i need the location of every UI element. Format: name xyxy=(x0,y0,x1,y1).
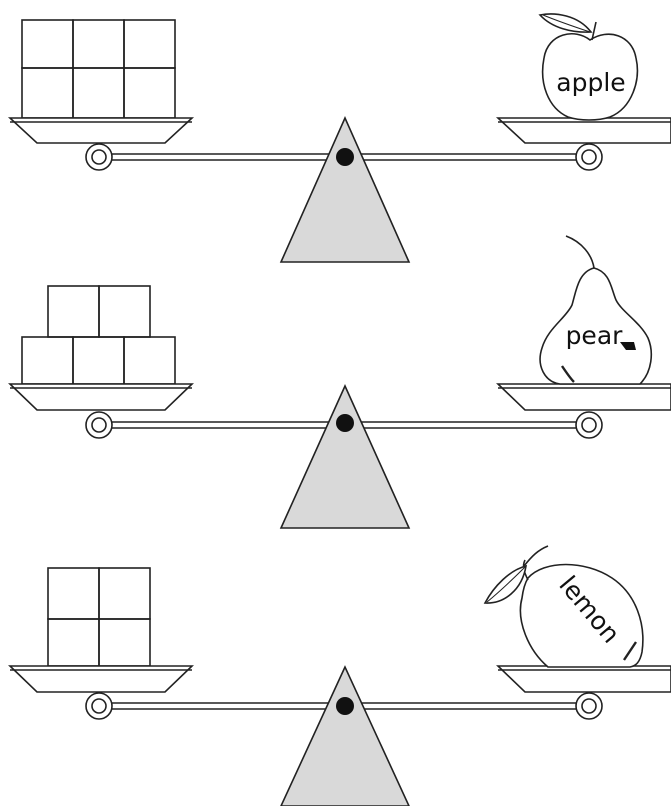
right-pan xyxy=(495,117,671,144)
pear-icon xyxy=(539,235,653,385)
fulcrum xyxy=(279,116,411,263)
block xyxy=(72,67,125,119)
block xyxy=(72,19,125,69)
pivot-dot xyxy=(336,697,354,715)
beam-left-ring xyxy=(85,411,113,439)
block xyxy=(98,567,151,620)
fulcrum xyxy=(279,384,411,529)
beam-right-ring xyxy=(575,411,603,439)
left-pan xyxy=(8,383,194,411)
block xyxy=(21,336,74,385)
beam-right-ring xyxy=(575,143,603,171)
scale-lemon: lemon xyxy=(8,545,671,806)
block-stack xyxy=(47,567,151,667)
scale-apple: apple xyxy=(7,13,671,263)
apple-icon xyxy=(538,13,639,121)
block xyxy=(98,285,151,338)
block xyxy=(47,285,100,338)
beam-right-ring xyxy=(575,692,603,720)
lemon-icon xyxy=(483,545,644,668)
block xyxy=(47,567,100,620)
fruit-label: pear xyxy=(566,321,624,350)
block xyxy=(21,19,74,69)
fruit-label: apple xyxy=(556,68,625,97)
block xyxy=(123,336,176,385)
left-pan xyxy=(8,665,194,693)
beam-left-ring xyxy=(85,692,113,720)
block-stack xyxy=(21,19,176,119)
scale-pear: pear xyxy=(8,235,671,529)
block xyxy=(47,618,100,667)
pivot-dot xyxy=(336,148,354,166)
block xyxy=(72,336,125,385)
fulcrum xyxy=(280,665,410,806)
block xyxy=(21,67,74,119)
block xyxy=(123,67,176,119)
left-pan xyxy=(7,117,195,144)
pivot-dot xyxy=(336,414,354,432)
beam-left-ring xyxy=(85,143,113,171)
block xyxy=(123,19,176,69)
block xyxy=(98,618,151,667)
block-stack xyxy=(21,285,176,385)
